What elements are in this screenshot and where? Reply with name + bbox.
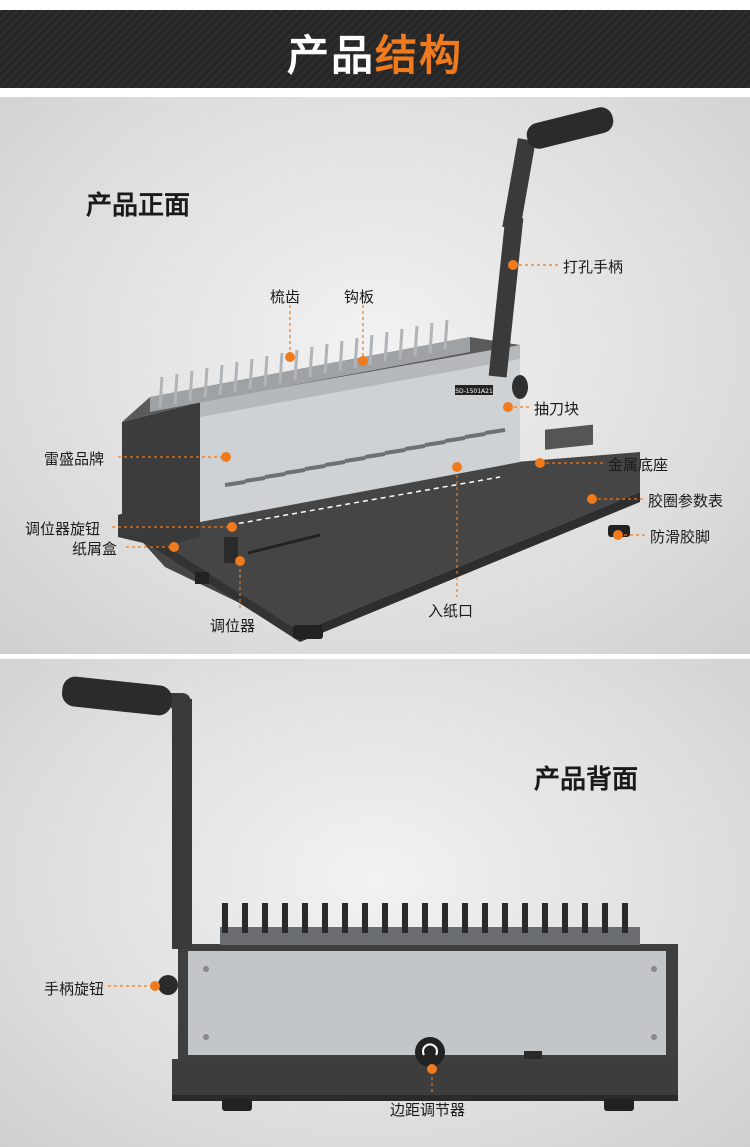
label-knob: 调位器旋钮 — [25, 520, 101, 538]
header-texture — [0, 10, 750, 88]
label-metal-base: 金属底座 — [608, 456, 669, 474]
page-title-part1: 产品 — [286, 31, 375, 80]
front-machine-illustration: SD-1501A21 — [112, 107, 648, 642]
front-view-panel: 产品正面 — [0, 97, 750, 654]
label-handle-knob: 手柄旋钮 — [44, 980, 105, 998]
label-brand: 雷盛品牌 — [44, 450, 105, 468]
label-paper-inlet: 入纸口 — [428, 602, 474, 620]
back-view-panel: 产品背面 — [0, 659, 750, 1147]
back-machine-illustration — [62, 676, 678, 1111]
label-positioner: 调位器 — [210, 617, 256, 635]
label-handle: 打孔手柄 — [563, 258, 624, 276]
model-plate-text: SD-1501A21 — [455, 388, 493, 395]
label-cutter-block: 抽刀块 — [534, 400, 580, 418]
back-section-title: 产品背面 — [534, 765, 639, 795]
page-title: 产品结构 — [0, 22, 750, 83]
header-banner: 产品结构 — [0, 10, 750, 88]
label-param-table: 胶圈参数表 — [648, 492, 724, 510]
page-title-part2: 结构 — [375, 31, 464, 80]
label-margin-adjuster: 边距调节器 — [390, 1101, 466, 1119]
label-comb: 梳齿 — [270, 288, 301, 306]
label-hook-plate: 钩板 — [344, 288, 375, 306]
front-section-title: 产品正面 — [86, 191, 191, 221]
label-antislip-foot: 防滑胶脚 — [650, 528, 711, 546]
label-scrap-box: 纸屑盒 — [72, 540, 118, 558]
